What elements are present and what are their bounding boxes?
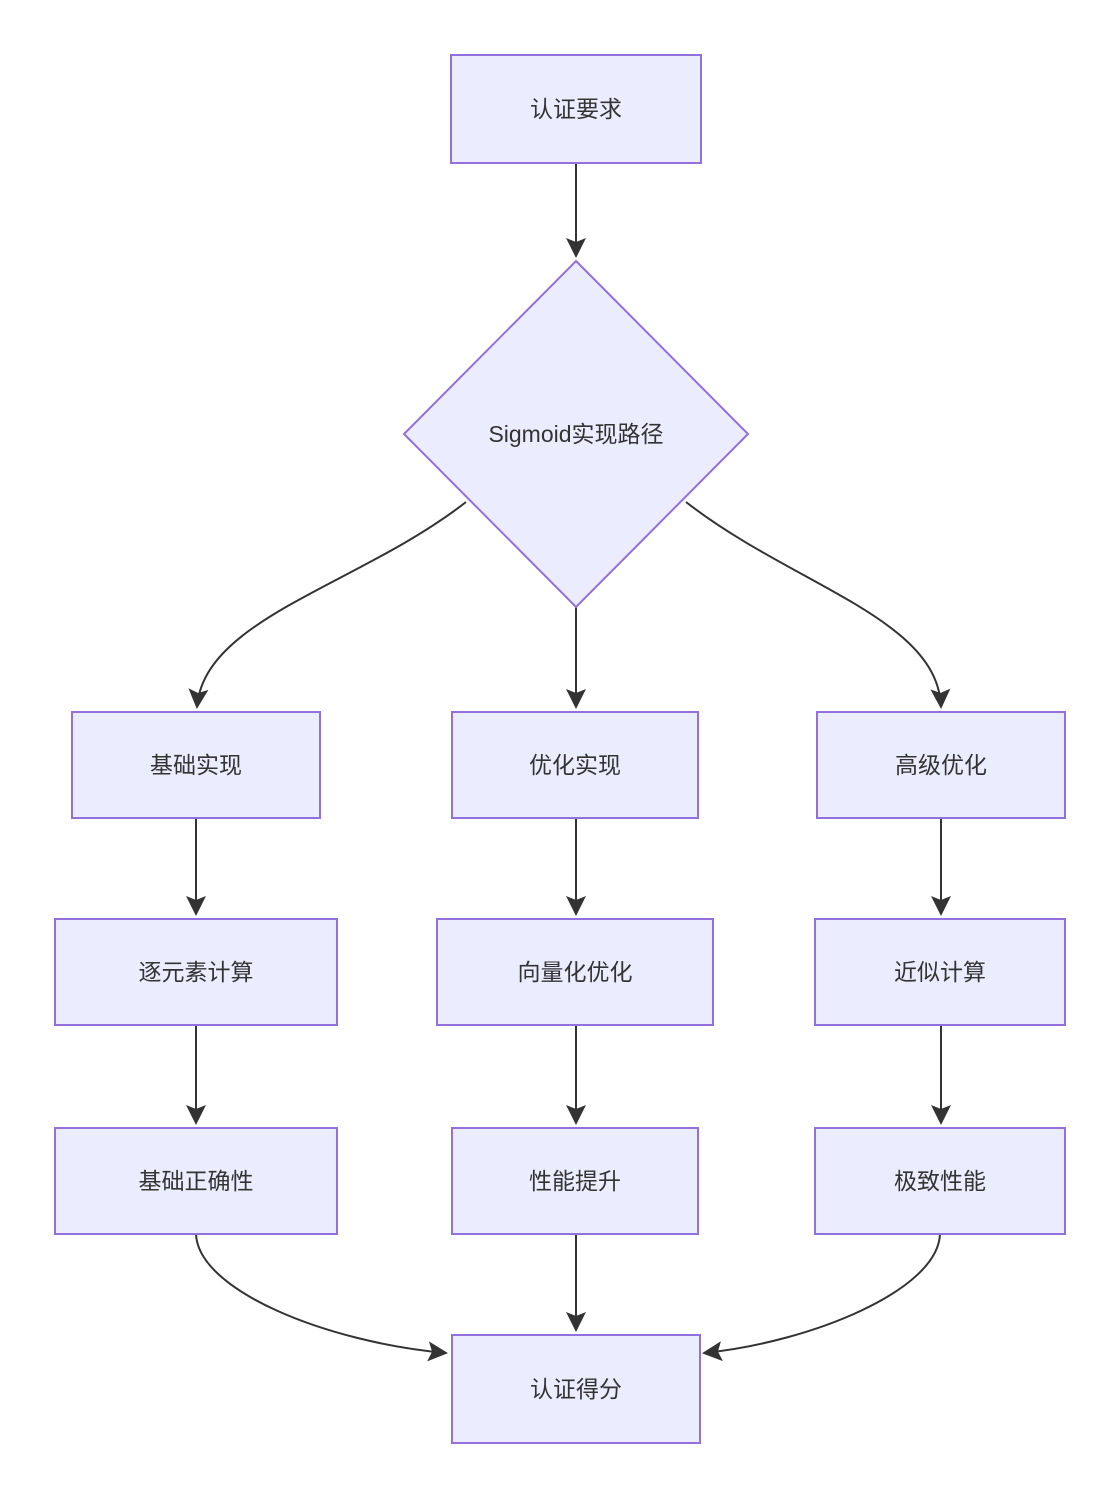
node-label-basic: 基础实现 — [150, 752, 242, 778]
node-perf: 性能提升 — [451, 1127, 699, 1235]
node-vec: 向量化优化 — [436, 918, 714, 1026]
rect-shape-adv — [816, 711, 1066, 819]
edge-route-to-basic — [188, 501, 467, 709]
node-label-ext: 极致性能 — [894, 1168, 986, 1194]
node-label-corr: 基础正确性 — [139, 1168, 254, 1194]
node-opt: 优化实现 — [451, 711, 699, 819]
node-ext: 极致性能 — [814, 1127, 1066, 1235]
node-label-vec: 向量化优化 — [518, 959, 633, 985]
rect-shape-vec — [436, 918, 714, 1026]
node-label-approx: 近似计算 — [894, 959, 986, 985]
node-approx: 近似计算 — [814, 918, 1066, 1026]
edge-corr-to-score — [195, 1233, 448, 1362]
node-label-route: Sigmoid实现路径 — [488, 421, 663, 447]
node-label-adv: 高级优化 — [895, 752, 987, 778]
node-label-req: 认证要求 — [530, 96, 622, 122]
edge-layer — [186, 163, 951, 1362]
rect-shape-elem — [54, 918, 338, 1026]
node-label-perf: 性能提升 — [529, 1168, 621, 1194]
node-corr: 基础正确性 — [54, 1127, 338, 1235]
diamond-shape-route — [402, 259, 750, 609]
node-label-score: 认证得分 — [530, 1376, 622, 1402]
node-score: 认证得分 — [451, 1334, 701, 1444]
rect-shape-corr — [54, 1127, 338, 1235]
node-label-elem: 逐元素计算 — [139, 959, 254, 985]
node-label-opt: 优化实现 — [529, 752, 621, 778]
rect-shape-perf — [451, 1127, 699, 1235]
edge-route-to-adv — [685, 501, 951, 709]
node-basic: 基础实现 — [71, 711, 321, 819]
node-route: Sigmoid实现路径 — [402, 259, 750, 609]
node-req: 认证要求 — [450, 54, 702, 164]
rect-shape-approx — [814, 918, 1066, 1026]
rect-shape-opt — [451, 711, 699, 819]
rect-shape-ext — [814, 1127, 1066, 1235]
node-elem: 逐元素计算 — [54, 918, 338, 1026]
rect-shape-score — [451, 1334, 701, 1444]
rect-shape-basic — [71, 711, 321, 819]
edge-ext-to-score — [702, 1233, 941, 1362]
rect-shape-req — [450, 54, 702, 164]
node-adv: 高级优化 — [816, 711, 1066, 819]
